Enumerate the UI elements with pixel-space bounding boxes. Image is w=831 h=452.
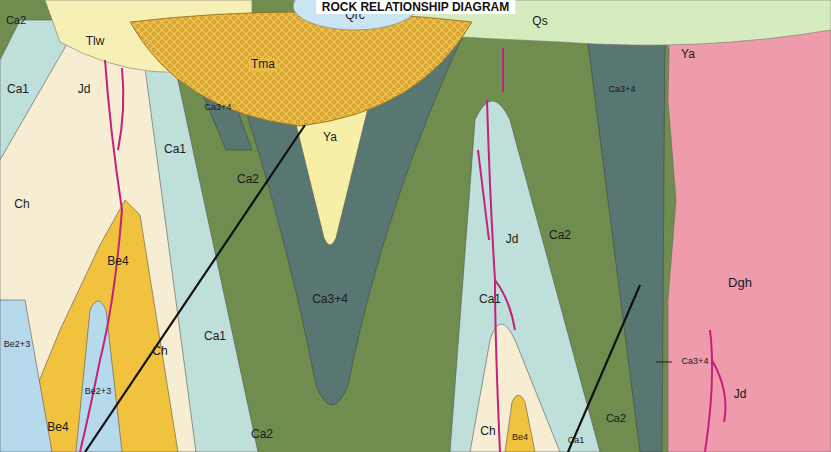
fault-line [568, 285, 640, 452]
unit-label: Jd [734, 388, 747, 401]
unit-label: Tma [249, 58, 277, 71]
unit-label: Ch [152, 345, 167, 358]
unit-label: Ca2 [606, 412, 626, 424]
unit-label: Be2+3 [85, 387, 111, 397]
unit-label: Be4 [512, 433, 528, 443]
unit-label: Ch [480, 425, 495, 438]
unit-label: Ca1 [7, 83, 29, 96]
ca1-core [450, 101, 600, 452]
unit-label: Ca1 [479, 293, 501, 306]
unit-label: Ca3+4 [609, 85, 636, 95]
unit-label: Ya [323, 131, 337, 144]
dgh-intrusion [668, 10, 831, 452]
ch-core [470, 324, 560, 452]
unit-label: Ca3+4 [205, 103, 232, 113]
unit-label: Jd [78, 83, 91, 96]
unit-label: Ca1 [568, 436, 585, 446]
unit-label: Ya [681, 48, 695, 61]
fault-line [85, 125, 305, 452]
unit-label: Ca1 [164, 143, 186, 156]
unit-label: Ch [14, 198, 29, 211]
unit-label: Qs [532, 15, 547, 28]
be4-core [505, 395, 535, 452]
unit-label: Dgh [728, 276, 752, 290]
unit-label: Be4 [47, 421, 68, 434]
unit-label: Ca1 [204, 330, 226, 343]
diagram-title: ROCK RELATIONSHIP DIAGRAM [316, 0, 516, 14]
unit-label: Ca2 [237, 173, 259, 186]
unit-label: Ca3+4 [312, 293, 348, 306]
unit-label: Be2+3 [4, 340, 30, 350]
unit-label: Ca2 [251, 428, 273, 441]
unit-label: Tlw [86, 35, 105, 48]
leader-line [520, 420, 530, 426]
unit-label: Jd [506, 233, 519, 246]
unit-label: Ca2 [549, 229, 571, 242]
unit-label: Be4 [107, 255, 128, 268]
unit-label: Ca2 [6, 14, 26, 26]
ch-band [0, 30, 196, 452]
be23-band [0, 300, 52, 452]
dike-lines [80, 48, 726, 452]
leader-line [656, 362, 672, 363]
unit-label: Ca3+4 [682, 357, 709, 367]
tma-deposit [130, 12, 472, 126]
